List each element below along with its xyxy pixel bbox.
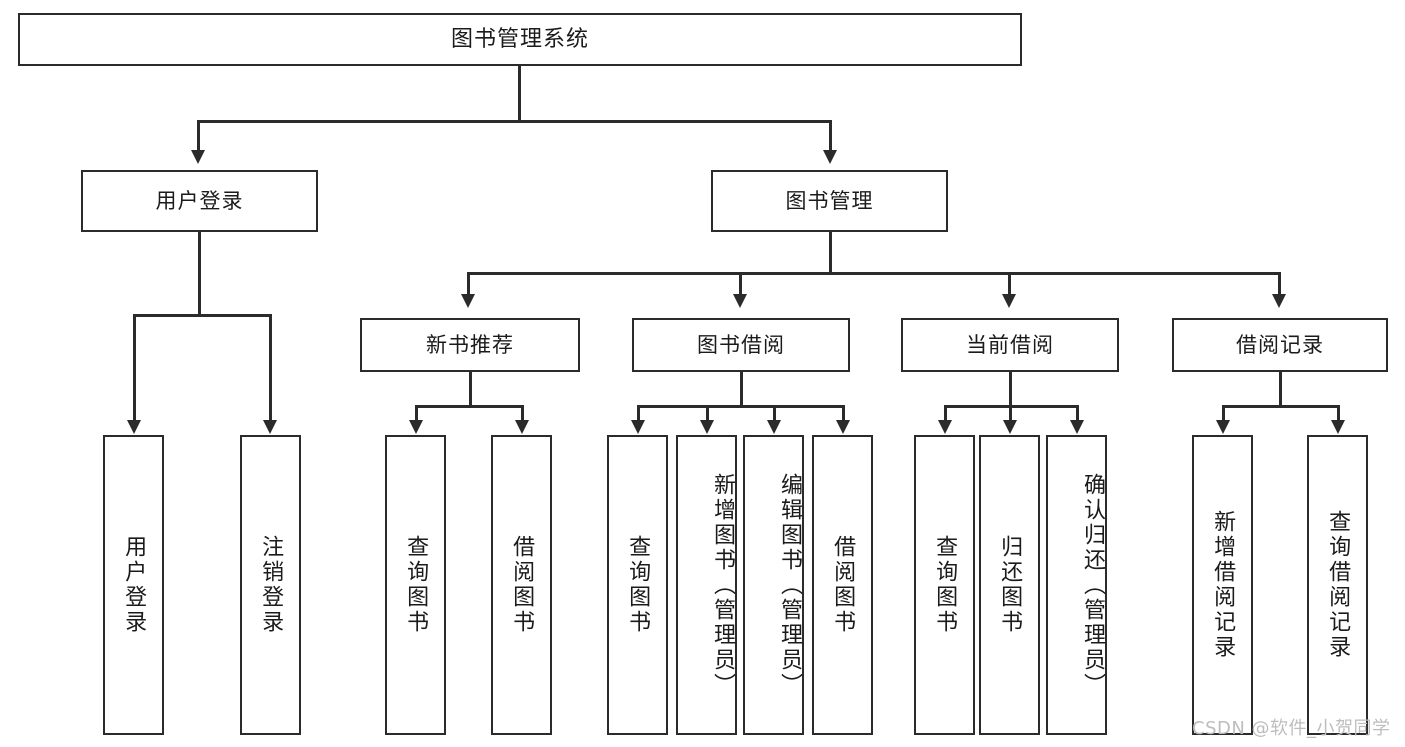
arrow-user-login-to-leaf-2: [263, 420, 277, 434]
node-label: 图书管理系统: [450, 26, 589, 52]
node-label: 注销登录: [258, 535, 284, 635]
node-label: 新书推荐: [426, 332, 514, 357]
arrow-user-login-to-leaf-1: [127, 420, 141, 434]
arrow-new-book-to-leaf-1: [409, 420, 423, 434]
leaf-logout[interactable]: 注销登录: [240, 435, 301, 735]
connector-user-login-to-leaf-2: [269, 314, 272, 420]
connector-current-borrow-stem: [1009, 372, 1012, 407]
node-book-management[interactable]: 图书管理: [711, 170, 948, 232]
connector-user-login-stem: [198, 232, 201, 316]
leaf-confirm-return-admin[interactable]: 确认归还（管理员）: [1046, 435, 1107, 735]
leaf-add-borrow-record[interactable]: 新增借阅记录: [1192, 435, 1253, 735]
leaf-borrow-book-recommend[interactable]: 借阅图书: [491, 435, 552, 735]
connector-book-borrow-to-leaf-4: [842, 405, 845, 420]
node-label: 图书借阅: [697, 332, 785, 357]
node-label: 借阅记录: [1236, 332, 1324, 357]
connector-book-borrow-to-leaf-2: [706, 405, 709, 420]
connector-book-manage-to-borrow: [739, 272, 742, 294]
node-label: 编辑图书（管理员）: [777, 472, 802, 698]
arrow-book-borrow-to-leaf-1: [631, 420, 645, 434]
connector-book-manage-bus: [467, 272, 1280, 275]
node-book-borrow[interactable]: 图书借阅: [632, 318, 850, 372]
node-label: 新增图书（管理员）: [710, 472, 735, 698]
connector-book-manage-stem: [829, 232, 832, 274]
node-root-system[interactable]: 图书管理系统: [18, 13, 1022, 66]
csdn-watermark: CSDN @软件_小贺同学: [1192, 718, 1391, 739]
arrow-current-borrow-to-leaf-3: [1070, 420, 1084, 434]
node-user-login[interactable]: 用户登录: [81, 170, 318, 232]
connector-book-borrow-bus: [637, 405, 844, 408]
connector-borrow-record-bus: [1222, 405, 1339, 408]
connector-new-book-bus: [415, 405, 524, 408]
leaf-edit-book-admin[interactable]: 编辑图书（管理员）: [743, 435, 804, 735]
connector-root-to-user-login: [197, 120, 200, 150]
node-label: 查询图书: [403, 535, 429, 635]
connector-new-book-stem: [469, 372, 472, 407]
node-new-book-recommend[interactable]: 新书推荐: [360, 318, 580, 372]
node-label: 当前借阅: [966, 332, 1054, 357]
connector-borrow-record-to-leaf-2: [1337, 405, 1340, 420]
connector-book-manage-to-record: [1278, 272, 1281, 294]
connector-borrow-record-stem: [1279, 372, 1282, 407]
node-label: 借阅图书: [830, 535, 856, 635]
connector-book-borrow-stem: [740, 372, 743, 407]
connector-book-borrow-to-leaf-3: [773, 405, 776, 420]
arrow-book-borrow-to-leaf-4: [836, 420, 850, 434]
arrow-book-manage-to-new-book: [461, 294, 475, 308]
arrow-current-borrow-to-leaf-1: [938, 420, 952, 434]
connector-borrow-record-to-leaf-1: [1222, 405, 1225, 420]
node-current-borrow[interactable]: 当前借阅: [901, 318, 1119, 372]
connector-book-manage-to-current: [1008, 272, 1011, 294]
arrow-root-to-book-manage: [823, 150, 837, 164]
connector-root-bus: [197, 120, 831, 123]
connector-root-to-book-manage: [829, 120, 832, 150]
leaf-add-book-admin[interactable]: 新增图书（管理员）: [676, 435, 737, 735]
leaf-query-book-recommend[interactable]: 查询图书: [385, 435, 446, 735]
arrow-borrow-record-to-leaf-1: [1216, 420, 1230, 434]
connector-new-book-to-leaf-1: [415, 405, 418, 420]
connector-user-login-to-leaf-1: [133, 314, 136, 420]
node-label: 归还图书: [997, 535, 1023, 635]
connector-user-login-bus: [133, 314, 271, 317]
arrow-root-to-user-login: [191, 150, 205, 164]
connector-root-stem: [518, 66, 521, 122]
node-label: 借阅图书: [509, 535, 535, 635]
leaf-return-book[interactable]: 归还图书: [979, 435, 1040, 735]
node-label: 查询图书: [625, 535, 651, 635]
node-label: 查询图书: [932, 535, 958, 635]
connector-current-borrow-to-leaf-3: [1076, 405, 1079, 420]
node-borrow-record[interactable]: 借阅记录: [1172, 318, 1388, 372]
connector-new-book-to-leaf-2: [521, 405, 524, 420]
leaf-borrow-book[interactable]: 借阅图书: [812, 435, 873, 735]
leaf-query-borrow-record[interactable]: 查询借阅记录: [1307, 435, 1368, 735]
leaf-user-login[interactable]: 用户登录: [103, 435, 164, 735]
connector-book-manage-to-new-book: [467, 272, 470, 294]
arrow-current-borrow-to-leaf-2: [1003, 420, 1017, 434]
leaf-query-book-borrow[interactable]: 查询图书: [607, 435, 668, 735]
arrow-book-manage-to-current: [1002, 294, 1016, 308]
arrow-book-manage-to-borrow: [733, 294, 747, 308]
node-label: 查询借阅记录: [1325, 510, 1351, 660]
node-label: 确认归还（管理员）: [1080, 472, 1105, 698]
arrow-book-manage-to-record: [1272, 294, 1286, 308]
node-label: 新增借阅记录: [1210, 510, 1236, 660]
node-label: 图书管理: [785, 188, 874, 213]
arrow-book-borrow-to-leaf-2: [700, 420, 714, 434]
connector-current-borrow-to-leaf-2: [1009, 405, 1012, 420]
arrow-new-book-to-leaf-2: [515, 420, 529, 434]
arrow-book-borrow-to-leaf-3: [767, 420, 781, 434]
connector-book-borrow-to-leaf-1: [637, 405, 640, 420]
connector-current-borrow-to-leaf-1: [944, 405, 947, 420]
node-label: 用户登录: [155, 188, 244, 213]
node-label: 用户登录: [121, 535, 147, 635]
leaf-query-book-current[interactable]: 查询图书: [914, 435, 975, 735]
arrow-borrow-record-to-leaf-2: [1331, 420, 1345, 434]
